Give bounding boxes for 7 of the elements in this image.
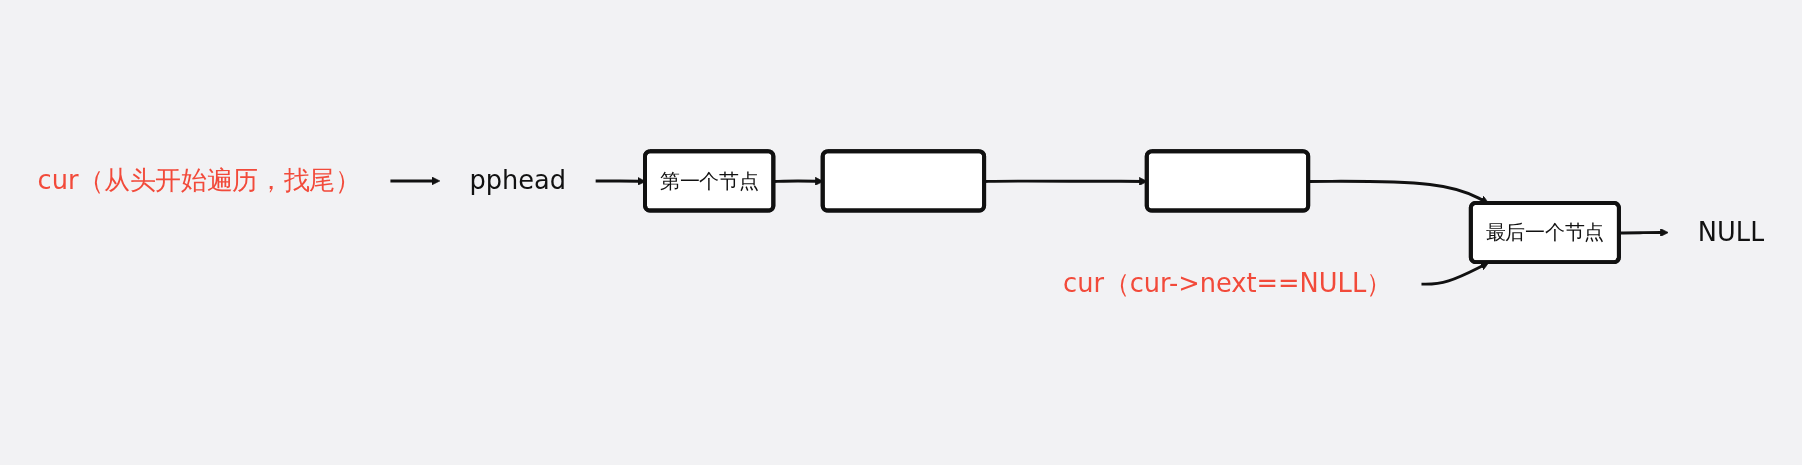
node-text: NULL xyxy=(1697,217,1765,247)
node-text: cur（cur->next==NULL） xyxy=(1063,268,1392,299)
node-text: pphead xyxy=(469,165,567,196)
arrow xyxy=(1421,262,1490,286)
arrow xyxy=(390,176,441,186)
node-text: cur（从头开始遍历，找尾） xyxy=(37,165,361,196)
arrow xyxy=(1619,228,1669,237)
